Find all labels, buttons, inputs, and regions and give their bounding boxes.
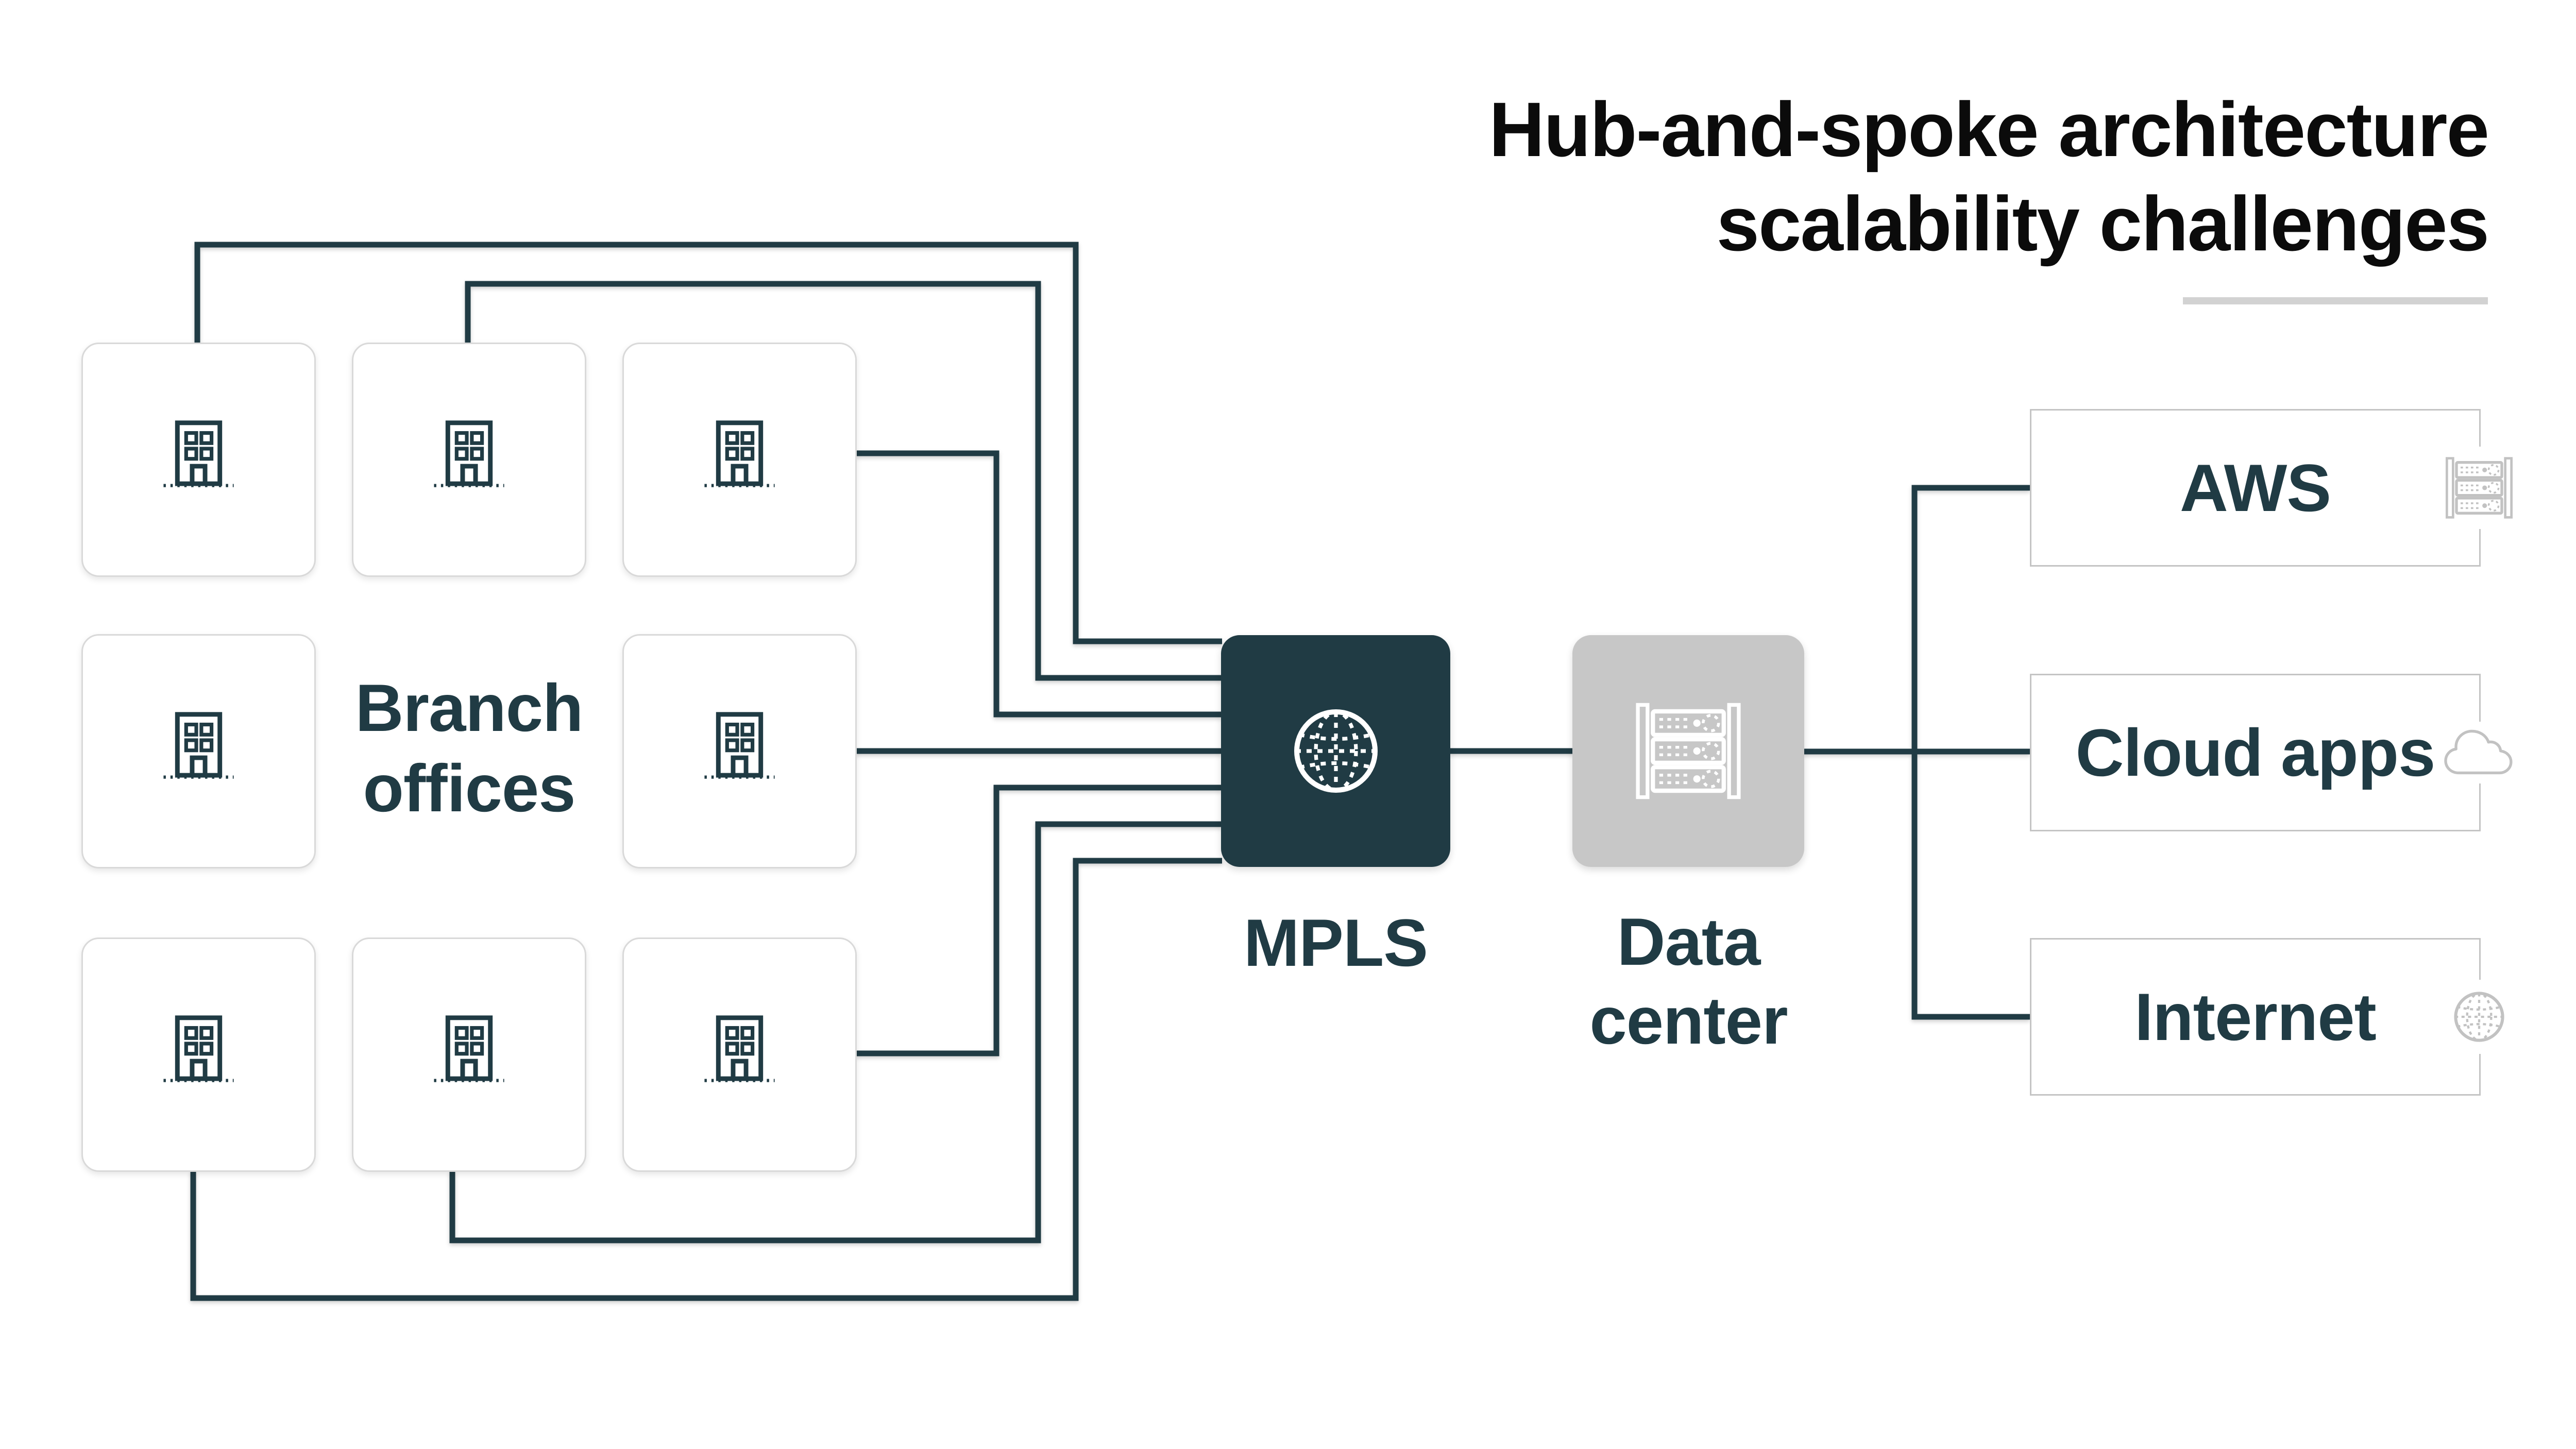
destination-box-cloud-apps: Cloud apps (2030, 674, 2520, 831)
destination-box-internet: Internet (2030, 938, 2516, 1096)
page-title: Hub-and-spoke architecture scalability c… (1488, 86, 2489, 267)
destination-label: AWS (2179, 450, 2331, 525)
building-icon (143, 404, 254, 515)
building-icon (684, 404, 795, 515)
link-branch2-mpls (465, 281, 1222, 681)
link-branch7-mpls (190, 858, 1222, 1301)
branch-office-card (81, 634, 316, 868)
link-branch6-mpls (449, 821, 1222, 1243)
branch-offices-label: Branch offices (355, 670, 584, 826)
destination-box-aws: AWS (2030, 409, 2520, 567)
branch-office-card (352, 937, 586, 1172)
cloud-icon (2438, 722, 2520, 783)
branch-office-card (81, 937, 316, 1172)
data-center-label: Data center (1589, 904, 1788, 1059)
link-branch5-mpls (855, 785, 1222, 1056)
globe-icon (2442, 980, 2516, 1054)
building-icon (414, 999, 524, 1110)
link-branch3-mpls (855, 450, 1222, 718)
title-underline (2183, 297, 2488, 304)
globe-icon (1274, 689, 1398, 813)
data-center-node (1572, 635, 1804, 867)
mpls-node (1221, 635, 1450, 867)
link-trunk-aws-internet (1911, 485, 2030, 1020)
mpls-label: MPLS (1243, 905, 1428, 980)
branch-office-card (622, 634, 857, 868)
branch-office-card (81, 343, 316, 577)
link-branch1-mpls (194, 242, 1222, 644)
branch-office-card (352, 343, 586, 577)
building-icon (143, 696, 254, 807)
building-icon (684, 999, 795, 1110)
server-rack-icon (1624, 687, 1753, 815)
building-icon (143, 999, 254, 1110)
building-icon (684, 696, 795, 807)
branch-office-card (622, 343, 857, 577)
building-icon (414, 404, 524, 515)
branch-office-card (622, 937, 857, 1172)
destination-label: Internet (2134, 979, 2377, 1054)
destination-label: Cloud apps (2075, 715, 2436, 790)
server-rack-icon (2438, 447, 2520, 529)
